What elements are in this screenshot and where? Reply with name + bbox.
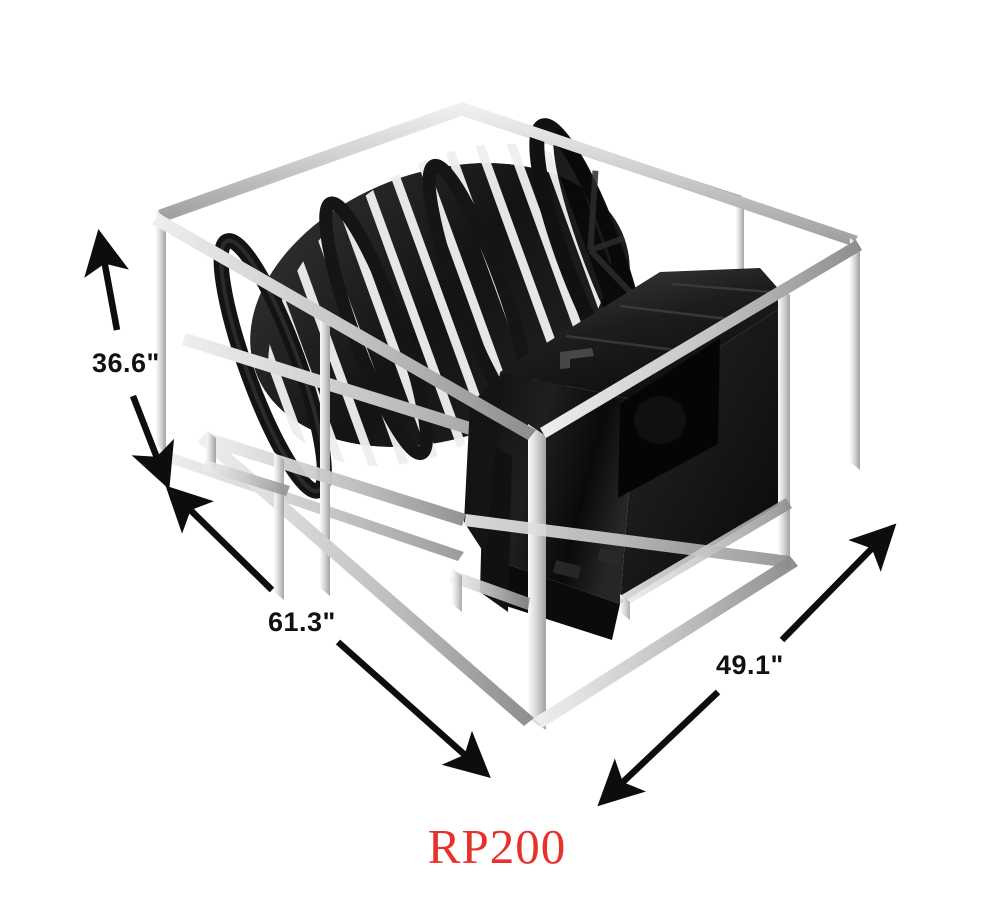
dimension-arrow-height <box>84 229 175 490</box>
dimension-label-length: 61.3" <box>268 607 336 637</box>
dimension-label-height: 36.6" <box>92 348 160 378</box>
bracket-detail <box>560 348 594 369</box>
dimension-arrow-depth <box>597 523 897 807</box>
frame-mid-rail <box>182 333 560 462</box>
dimension-label-depth: 49.1" <box>716 650 784 680</box>
frame-front <box>152 102 862 730</box>
dimension-arrow-length <box>165 485 491 779</box>
product-model-name: RP200 <box>427 819 567 874</box>
